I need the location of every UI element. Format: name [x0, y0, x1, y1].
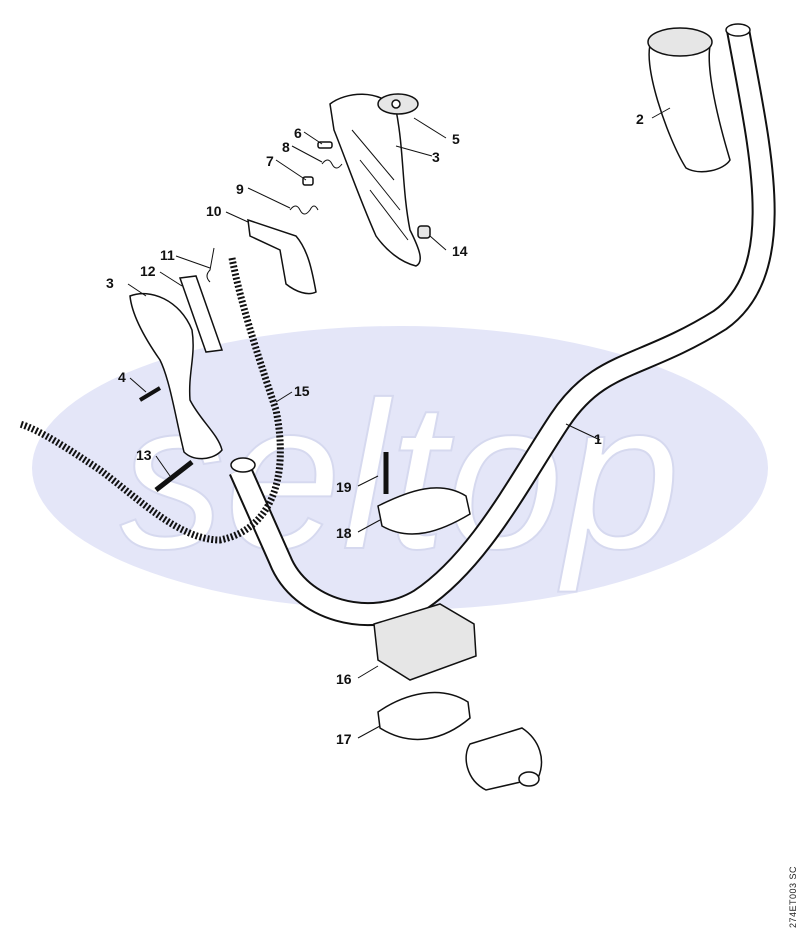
watermark-text: seltop: [120, 358, 680, 593]
callout-11: 11: [160, 247, 175, 263]
callout-17: 17: [336, 731, 352, 747]
callout-6: 6: [294, 125, 302, 141]
clamp-half-upper: [377, 487, 471, 535]
screw-13: [154, 460, 194, 492]
callout-18: 18: [336, 525, 352, 541]
callout-4: 4: [118, 369, 126, 385]
handlebar-tube: [229, 23, 776, 626]
callout-8: 8: [282, 139, 290, 155]
callout-3a: 3: [432, 149, 440, 165]
screw-7: [302, 176, 314, 186]
spring-11: [206, 247, 215, 283]
screw-4: [138, 386, 162, 402]
control-handle-left-half: [129, 292, 223, 460]
callout-15: 15: [294, 383, 310, 399]
callout-13: 13: [136, 447, 152, 463]
callout-7: 7: [266, 153, 274, 169]
callout-3b: 3: [106, 275, 114, 291]
throttle-trigger: [247, 218, 317, 295]
callout-2: 2: [636, 111, 644, 127]
control-handle-right-half: [329, 93, 421, 267]
callout-10: 10: [206, 203, 222, 219]
clamp-body: [373, 603, 477, 681]
callout-1: 1: [594, 431, 602, 447]
torsion-spring-8: [321, 159, 343, 169]
callout-16: 16: [336, 671, 352, 687]
callout-19: 19: [336, 479, 352, 495]
interlock-lever: [178, 275, 224, 353]
callout-labels: 1 2 3 3 4 5 6 7 8 9 10 11 12 13 14 15 16…: [106, 111, 644, 747]
cable-harness-with-hose: [18, 257, 284, 544]
torsion-spring-9: [289, 205, 319, 215]
clamp-half-lower: [377, 691, 471, 741]
leader-lines: [127, 107, 671, 739]
cap: [377, 93, 419, 115]
callout-12: 12: [140, 263, 156, 279]
drive-tube: [465, 727, 543, 791]
callout-9: 9: [236, 181, 244, 197]
right-grip: [647, 27, 731, 173]
nut: [417, 225, 431, 239]
callout-14: 14: [452, 243, 468, 259]
reference-code: 274ET003 SC: [788, 865, 798, 928]
callout-5: 5: [452, 131, 460, 147]
